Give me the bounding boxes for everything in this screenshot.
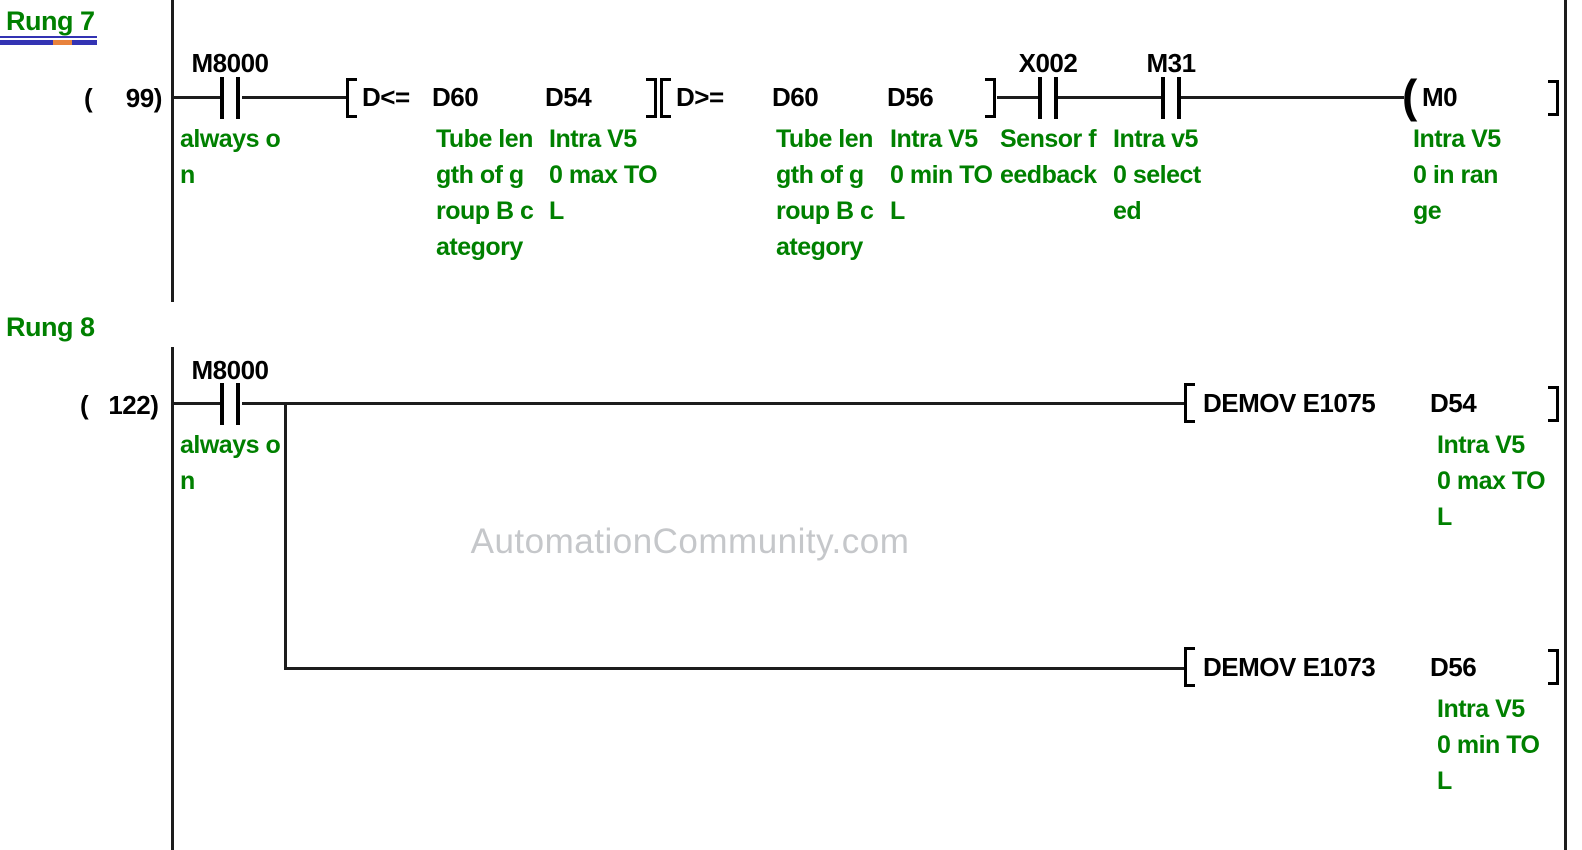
close-bracket [646, 78, 657, 118]
open-bracket [1184, 383, 1195, 423]
wire-segment [172, 402, 222, 405]
contact-m8000-rung8[interactable] [220, 383, 240, 425]
compare-operand2: D54 [545, 82, 592, 112]
contact-x002-device: X002 [1018, 48, 1078, 78]
contact-bar [1038, 77, 1042, 119]
compare-operand1: D60 [432, 82, 479, 112]
contact-bar [1161, 77, 1165, 119]
contact-bar [220, 383, 224, 425]
instruction-mnemonic: DEMOV E1075 [1203, 388, 1376, 418]
instruction-dest: D56 [1430, 652, 1477, 682]
rung7-underline-mark [53, 40, 72, 45]
rung7-label-link[interactable]: Rung 7 [6, 6, 95, 36]
wire-segment [242, 402, 1186, 405]
watermark: AutomationCommunity.com [470, 522, 910, 561]
rung7-underline-thin [0, 36, 97, 38]
contact-m8000-rung8-device: M8000 [191, 355, 270, 385]
contact-bar [236, 383, 240, 425]
contact-m8000-rung7-device: M8000 [191, 48, 270, 78]
contact-bar [1054, 77, 1058, 119]
instruction-dest: D54 [1430, 388, 1477, 418]
wire-segment [172, 96, 222, 99]
wire-segment [997, 96, 1038, 99]
close-bracket [1548, 649, 1559, 685]
contact-bar [1177, 77, 1181, 119]
rung8-step-number: ( 122) [80, 390, 159, 420]
contact-bar [220, 77, 224, 119]
wire-segment [242, 96, 347, 99]
compare-op: D>= [676, 82, 724, 112]
open-bracket [660, 78, 671, 118]
wire-segment [1058, 96, 1161, 99]
right-rail [1564, 0, 1567, 850]
rung7-step-number: ( 99) [84, 83, 162, 113]
compare-operand1: D60 [772, 82, 819, 112]
compare-op: D<= [362, 82, 410, 112]
row-end-bracket [1548, 80, 1559, 116]
close-bracket [985, 78, 996, 118]
contact-x002-comment: Sensor f eedback [1000, 125, 1097, 189]
compare-operand2: D56 [887, 82, 934, 112]
contact-m31[interactable] [1161, 77, 1181, 119]
contact-m31-comment: Intra v5 0 select ed [1113, 125, 1201, 225]
wire-segment [284, 667, 1186, 670]
contact-m8000-rung7-comment: always o n [180, 125, 281, 189]
contact-m31-device: M31 [1146, 48, 1196, 78]
contact-m8000-rung7[interactable] [220, 77, 240, 119]
open-bracket [1184, 647, 1195, 687]
contact-x002[interactable] [1038, 77, 1058, 119]
left-rail-rung8 [171, 347, 174, 850]
left-rail-rung7 [171, 0, 174, 302]
rung7-underline [0, 40, 97, 45]
compare1-operand1-comment: Tube len gth of g roup B c ategory [436, 125, 534, 261]
compare2-operand2-comment: Intra V5 0 min TO L [890, 125, 993, 225]
compare1-operand2-comment: Intra V5 0 max TO L [549, 125, 658, 225]
instruction-demov-e1073-comment: Intra V5 0 min TO L [1437, 695, 1540, 795]
instruction-mnemonic: DEMOV E1073 [1203, 652, 1376, 682]
coil-m0-comment: Intra V5 0 in ran ge [1413, 125, 1501, 225]
coil-paren: ( [1402, 70, 1418, 122]
contact-bar [236, 77, 240, 119]
rung8-label: Rung 8 [6, 312, 95, 342]
coil-device: M0 [1422, 82, 1458, 112]
contact-m8000-rung8-comment: always o n [180, 431, 281, 495]
open-bracket [346, 78, 357, 118]
branch-wire [284, 402, 287, 670]
instruction-demov-e1075-comment: Intra V5 0 max TO L [1437, 431, 1546, 531]
wire-segment [1181, 96, 1404, 99]
close-bracket [1548, 386, 1559, 422]
compare2-operand1-comment: Tube len gth of g roup B c ategory [776, 125, 874, 261]
